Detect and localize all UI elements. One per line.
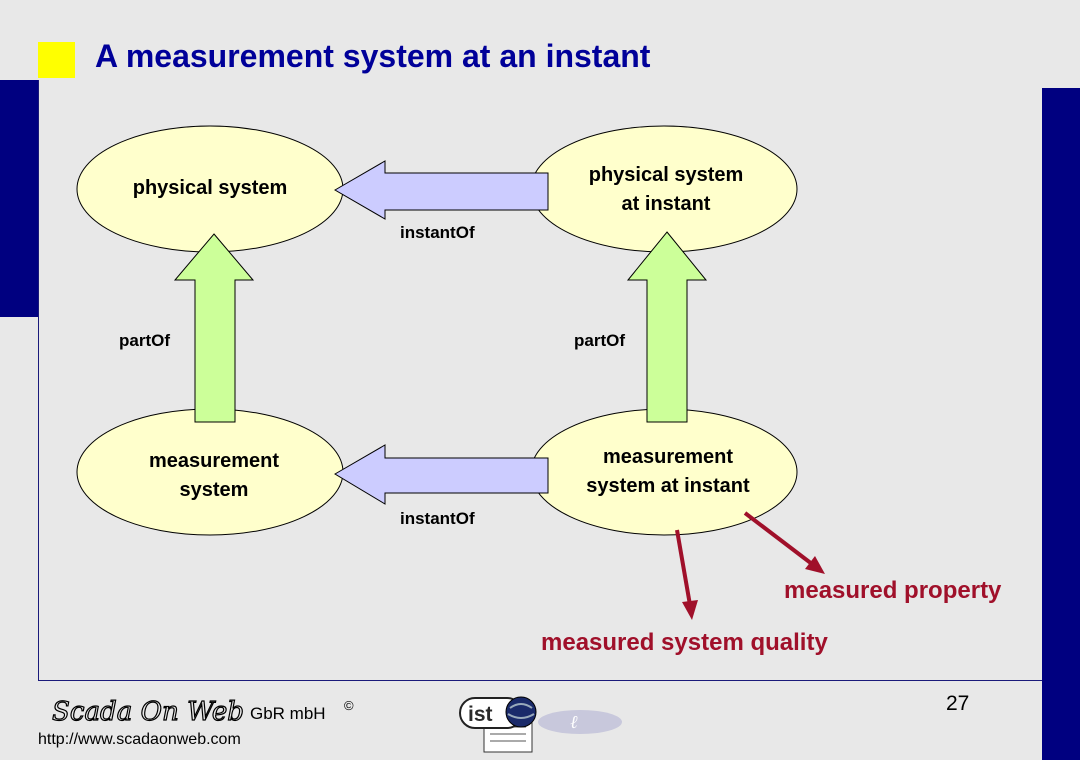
edge-label-instant-of-top: instantOf bbox=[400, 223, 475, 242]
ist-logo-text: ist bbox=[468, 703, 493, 726]
svg-text:ℓ: ℓ bbox=[570, 712, 578, 733]
measured-property-label: measured property bbox=[784, 577, 1002, 604]
node-label-physical-system: physical system bbox=[90, 174, 330, 203]
node-line: measurement bbox=[148, 450, 280, 472]
measured-quality-arrow-head bbox=[682, 600, 698, 620]
node-label-measurement-system-at-instant: measurement system at instant bbox=[548, 443, 788, 501]
instant-of-arrow-top bbox=[334, 160, 549, 220]
left-navy-bar bbox=[0, 80, 38, 317]
edge-label-part-of-left: partOf bbox=[119, 331, 170, 350]
eu-arrow-icon bbox=[538, 710, 622, 734]
page-number: 27 bbox=[946, 692, 970, 715]
logo-text: Scada On Web bbox=[52, 697, 244, 727]
edge-label-instant-of-bottom: instantOf bbox=[400, 509, 475, 528]
measured-property-arrow-line bbox=[743, 511, 814, 566]
node-line: physical system bbox=[588, 164, 744, 186]
measured-system-quality-label: measured system quality bbox=[541, 629, 828, 656]
measured-property-arrow-head bbox=[805, 556, 825, 574]
scada-on-web-logo: Scada On Web bbox=[51, 696, 244, 727]
globe-icon bbox=[505, 696, 537, 728]
node-line: at instant bbox=[621, 193, 711, 215]
part-of-arrow-left bbox=[173, 233, 255, 423]
node-label-physical-system-at-instant: physical system at instant bbox=[546, 161, 786, 219]
yellow-title-marker bbox=[38, 42, 75, 78]
measured-quality-arrow-line bbox=[675, 529, 692, 606]
ist-logo: ist ℓ bbox=[459, 696, 622, 753]
node-line: system at instant bbox=[586, 475, 750, 497]
node-line: physical system bbox=[132, 177, 288, 199]
instant-of-arrow-bottom bbox=[334, 444, 549, 505]
node-line: system bbox=[179, 479, 249, 501]
node-label-measurement-system: measurement system bbox=[94, 447, 334, 505]
node-line: measurement bbox=[602, 446, 734, 468]
edge-label-part-of-right: partOf bbox=[574, 331, 625, 350]
part-of-arrow-right bbox=[626, 231, 708, 423]
copyright-mark: © bbox=[344, 698, 354, 713]
left-frame-line bbox=[38, 80, 39, 681]
company-url[interactable]: http://www.scadaonweb.com bbox=[38, 731, 241, 748]
slide-title: A measurement system at an instant bbox=[95, 38, 651, 74]
right-navy-bar bbox=[1042, 88, 1080, 760]
bottom-frame-line bbox=[38, 680, 1042, 681]
company-suffix: GbR mbH bbox=[250, 704, 326, 723]
